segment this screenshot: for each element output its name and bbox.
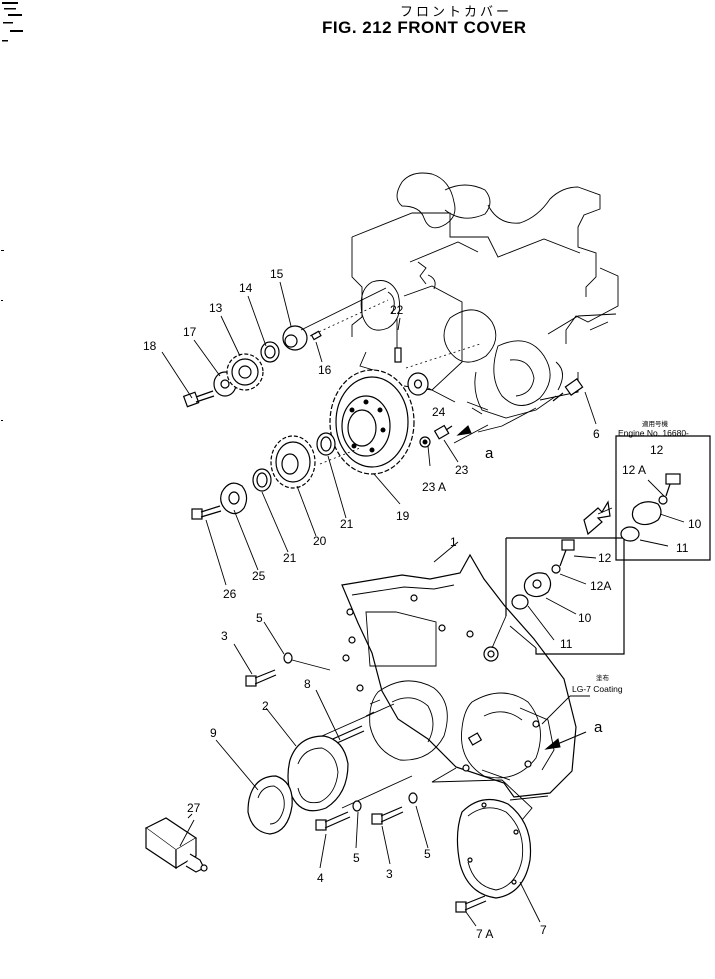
inset-note-jp: 適用号機 [642, 419, 669, 428]
gasket-7-icon [455, 795, 549, 913]
callout-23a: 23 A [422, 480, 446, 494]
callout-3: 3 [221, 629, 228, 643]
inset-box-current [491, 537, 625, 655]
callout-26: 26 [223, 587, 237, 601]
japanese-title: フロントカバー [400, 5, 513, 20]
lower-bolts [245, 652, 418, 831]
oil-seal-9-icon [247, 775, 293, 835]
coating-note: LG-7 Coating [572, 684, 623, 694]
callout-5-lower: 5 [353, 851, 360, 865]
callout-24: 24 [432, 405, 446, 419]
callout-11-upper: 11 [676, 541, 689, 555]
callout-labels: 1 2 3 3 4 5 5 5 6 7 7 A 8 9 10 10 11 11 … [143, 267, 702, 941]
callout-5-right: 5 [424, 847, 431, 861]
callout-2: 2 [262, 699, 269, 713]
callout-9: 9 [210, 726, 217, 740]
callout-19: 19 [396, 509, 410, 523]
callout-23: 23 [455, 463, 469, 477]
callout-6: 6 [593, 427, 600, 441]
coating-note-jp: 塗布 [596, 673, 610, 682]
callout-10-upper: 10 [688, 517, 702, 531]
callout-13: 13 [209, 301, 223, 315]
callout-3-lower: 3 [386, 867, 393, 881]
engine-block-outline [351, 172, 619, 433]
callout-12a-upper: 12 A [622, 463, 646, 477]
bolt-26-icon [191, 505, 222, 520]
callout-15: 15 [270, 267, 284, 281]
leader-lines [161, 281, 541, 927]
callout-11-lower: 11 [560, 637, 573, 651]
callout-18: 18 [143, 339, 157, 353]
front-cover-assembly-icon [341, 553, 577, 821]
callout-21-upper: 21 [340, 517, 354, 531]
bolt-6-icon [552, 378, 597, 425]
gear-13-icon [226, 353, 264, 391]
callout-17: 17 [183, 325, 197, 339]
figure-title: FIG. 212 FRONT COVER [322, 18, 527, 37]
callout-7a: 7 A [476, 927, 493, 941]
view-arrow-a-icon [541, 695, 590, 750]
callout-16: 16 [318, 363, 332, 377]
callout-27: 27 [187, 801, 201, 815]
callout-14: 14 [239, 281, 253, 295]
inset-box-engine-16680 [583, 435, 711, 561]
gear-20-icon [270, 435, 316, 489]
callout-20: 20 [313, 534, 327, 548]
callout-5: 5 [256, 611, 263, 625]
callout-22: 22 [390, 303, 404, 317]
upper-gear-train [182, 287, 415, 520]
view-label-a-upper: a [485, 445, 494, 462]
callout-12-lower: 12 [598, 551, 612, 565]
view-label-a-lower: a [594, 719, 603, 736]
callout-12a-lower: 12A [590, 579, 611, 593]
callout-10-lower: 10 [578, 611, 592, 625]
callout-21-lower: 21 [283, 551, 297, 565]
callout-8: 8 [304, 677, 311, 691]
callout-4: 4 [317, 871, 324, 885]
inset-note-engine: Engine No. 16680- [618, 428, 689, 438]
idler-shaft-parts [394, 318, 489, 467]
cover-bolt-holes [342, 594, 540, 772]
bolt-18-icon [182, 390, 215, 408]
callout-12-upper: 12 [650, 443, 664, 457]
assembly-chain-lines [309, 299, 481, 465]
callout-1: 1 [450, 535, 457, 549]
gear-19-icon [329, 369, 415, 475]
tool-27-icon [144, 817, 208, 873]
callout-25: 25 [252, 569, 266, 583]
scan-speckles [1, 2, 23, 421]
callout-7: 7 [540, 923, 547, 937]
